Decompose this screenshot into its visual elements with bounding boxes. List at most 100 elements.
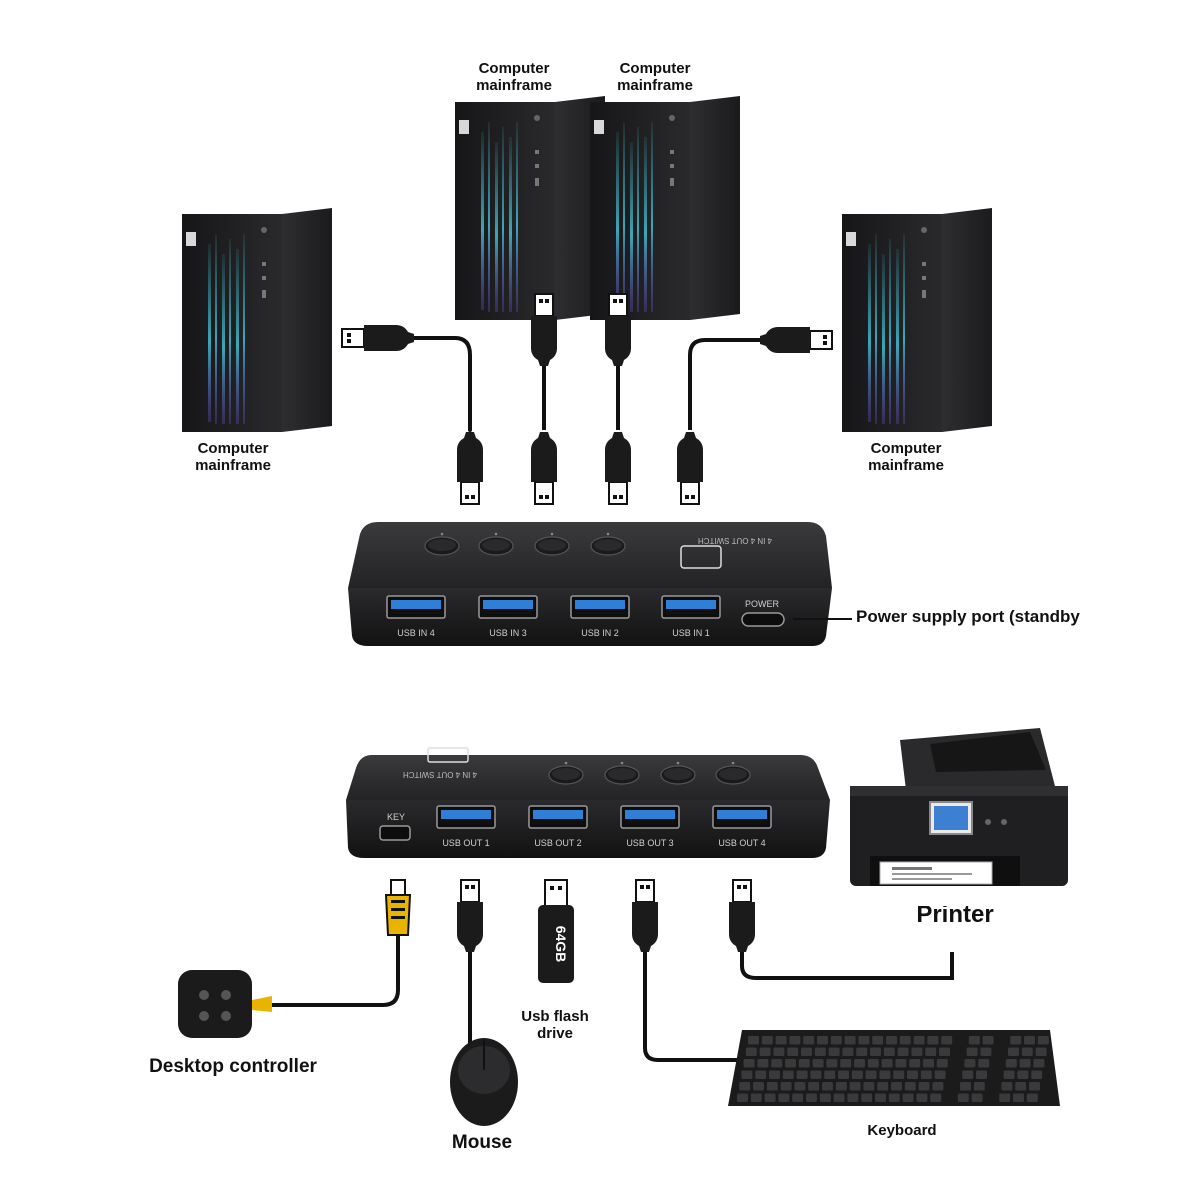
keyboard-key[interactable] xyxy=(918,1082,930,1091)
keyboard-key[interactable] xyxy=(808,1082,820,1091)
keyboard-key[interactable] xyxy=(971,1093,983,1103)
keyboard-key[interactable] xyxy=(773,1047,785,1057)
keyboard-key[interactable] xyxy=(1029,1082,1040,1091)
keyboard-key[interactable] xyxy=(909,1059,921,1068)
keyboard-key[interactable] xyxy=(785,1059,796,1068)
keyboard-key[interactable] xyxy=(810,1070,822,1080)
keyboard-key[interactable] xyxy=(1005,1059,1017,1068)
keyboard-key[interactable] xyxy=(814,1047,826,1057)
keyboard-key[interactable] xyxy=(835,1082,847,1091)
keyboard-key[interactable] xyxy=(849,1082,861,1091)
keyboard-key[interactable] xyxy=(923,1059,934,1068)
keyboard-key[interactable] xyxy=(858,1036,870,1045)
keyboard-key[interactable] xyxy=(796,1070,808,1080)
keyboard-key[interactable] xyxy=(907,1070,918,1080)
keyboard-key[interactable] xyxy=(1026,1093,1038,1103)
keyboard-key[interactable] xyxy=(891,1082,902,1091)
power-port[interactable] xyxy=(741,612,785,627)
keyboard-key[interactable] xyxy=(1024,1036,1035,1045)
keyboard-key[interactable] xyxy=(899,1036,911,1045)
keyboard-key[interactable] xyxy=(867,1059,879,1068)
keyboard-key[interactable] xyxy=(819,1093,831,1103)
keyboard-key[interactable] xyxy=(865,1070,877,1080)
keyboard-key[interactable] xyxy=(761,1036,773,1045)
port-usb-out-2[interactable] xyxy=(528,805,588,829)
keyboard-key[interactable] xyxy=(838,1070,849,1080)
keyboard-key[interactable] xyxy=(812,1059,824,1068)
keyboard-key[interactable] xyxy=(741,1070,753,1080)
keyboard-key[interactable] xyxy=(893,1070,905,1080)
keyboard[interactable] xyxy=(728,1030,1060,1106)
keyboard-key[interactable] xyxy=(1031,1070,1043,1080)
keyboard-key[interactable] xyxy=(957,1093,969,1103)
keyboard-key[interactable] xyxy=(1035,1047,1047,1057)
keyboard-key[interactable] xyxy=(911,1047,923,1057)
keyboard-key[interactable] xyxy=(870,1047,881,1057)
keyboard-key[interactable] xyxy=(966,1047,978,1057)
keyboard-key[interactable] xyxy=(1021,1047,1033,1057)
keyboard-key[interactable] xyxy=(794,1082,806,1091)
keyboard-key[interactable] xyxy=(881,1059,893,1068)
keyboard-key[interactable] xyxy=(1033,1059,1045,1068)
keyboard-key[interactable] xyxy=(755,1070,767,1080)
keyboard-key[interactable] xyxy=(920,1070,932,1080)
keyboard-key[interactable] xyxy=(775,1036,787,1045)
keyboard-key[interactable] xyxy=(888,1093,900,1103)
keyboard-key[interactable] xyxy=(982,1036,994,1045)
keyboard-key[interactable] xyxy=(872,1036,884,1045)
keyboard-key[interactable] xyxy=(1015,1082,1027,1091)
keyboard-key[interactable] xyxy=(879,1070,891,1080)
keyboard-key[interactable] xyxy=(877,1082,889,1091)
keyboard-key[interactable] xyxy=(1008,1047,1019,1057)
port-usb-in-4[interactable] xyxy=(386,595,446,619)
keyboard-key[interactable] xyxy=(780,1082,792,1091)
keyboard-key[interactable] xyxy=(856,1047,868,1057)
keyboard-key[interactable] xyxy=(854,1059,865,1068)
keyboard-key[interactable] xyxy=(1003,1070,1015,1080)
keyboard-key[interactable] xyxy=(1017,1070,1029,1080)
keyboard-key[interactable] xyxy=(851,1070,863,1080)
keyboard-key[interactable] xyxy=(782,1070,794,1080)
keyboard-key[interactable] xyxy=(875,1093,886,1103)
mouse[interactable] xyxy=(450,1038,518,1126)
keyboard-key[interactable] xyxy=(830,1036,842,1045)
keyboard-key[interactable] xyxy=(916,1093,928,1103)
keyboard-key[interactable] xyxy=(745,1047,757,1057)
keyboard-key[interactable] xyxy=(886,1036,897,1045)
keyboard-key[interactable] xyxy=(895,1059,907,1068)
keyboard-key[interactable] xyxy=(737,1093,748,1103)
keyboard-key[interactable] xyxy=(817,1036,828,1045)
keyboard-key[interactable] xyxy=(925,1047,937,1057)
keyboard-key[interactable] xyxy=(833,1093,845,1103)
keyboard-key[interactable] xyxy=(759,1047,771,1057)
keyboard-key[interactable] xyxy=(904,1082,916,1091)
keyboard-key[interactable] xyxy=(1019,1059,1031,1068)
keyboard-key[interactable] xyxy=(787,1047,799,1057)
keyboard-key[interactable] xyxy=(771,1059,783,1068)
keyboard-key[interactable] xyxy=(980,1047,992,1057)
keyboard-key[interactable] xyxy=(1001,1082,1013,1091)
keyboard-key[interactable] xyxy=(798,1059,810,1068)
keyboard-key[interactable] xyxy=(847,1093,859,1103)
keyboard-key[interactable] xyxy=(932,1082,944,1091)
keyboard-key[interactable] xyxy=(806,1093,817,1103)
keyboard-key[interactable] xyxy=(801,1047,812,1057)
port-usb-out-1[interactable] xyxy=(436,805,496,829)
keyboard-key[interactable] xyxy=(757,1059,769,1068)
keyboard-key[interactable] xyxy=(962,1070,974,1080)
keyboard-key[interactable] xyxy=(973,1082,985,1091)
keyboard-key[interactable] xyxy=(826,1059,838,1068)
keyboard-key[interactable] xyxy=(1010,1036,1022,1045)
keyboard-key[interactable] xyxy=(792,1093,804,1103)
port-usb-in-3[interactable] xyxy=(478,595,538,619)
keyboard-key[interactable] xyxy=(934,1070,946,1080)
key-port[interactable] xyxy=(379,825,411,841)
keyboard-key[interactable] xyxy=(968,1036,980,1045)
keyboard-key[interactable] xyxy=(913,1036,925,1045)
keyboard-key[interactable] xyxy=(743,1059,755,1068)
keyboard-key[interactable] xyxy=(927,1036,939,1045)
keyboard-key[interactable] xyxy=(748,1036,759,1045)
keyboard-key[interactable] xyxy=(1037,1036,1049,1045)
keyboard-key[interactable] xyxy=(936,1059,948,1068)
keyboard-key[interactable] xyxy=(941,1036,953,1045)
